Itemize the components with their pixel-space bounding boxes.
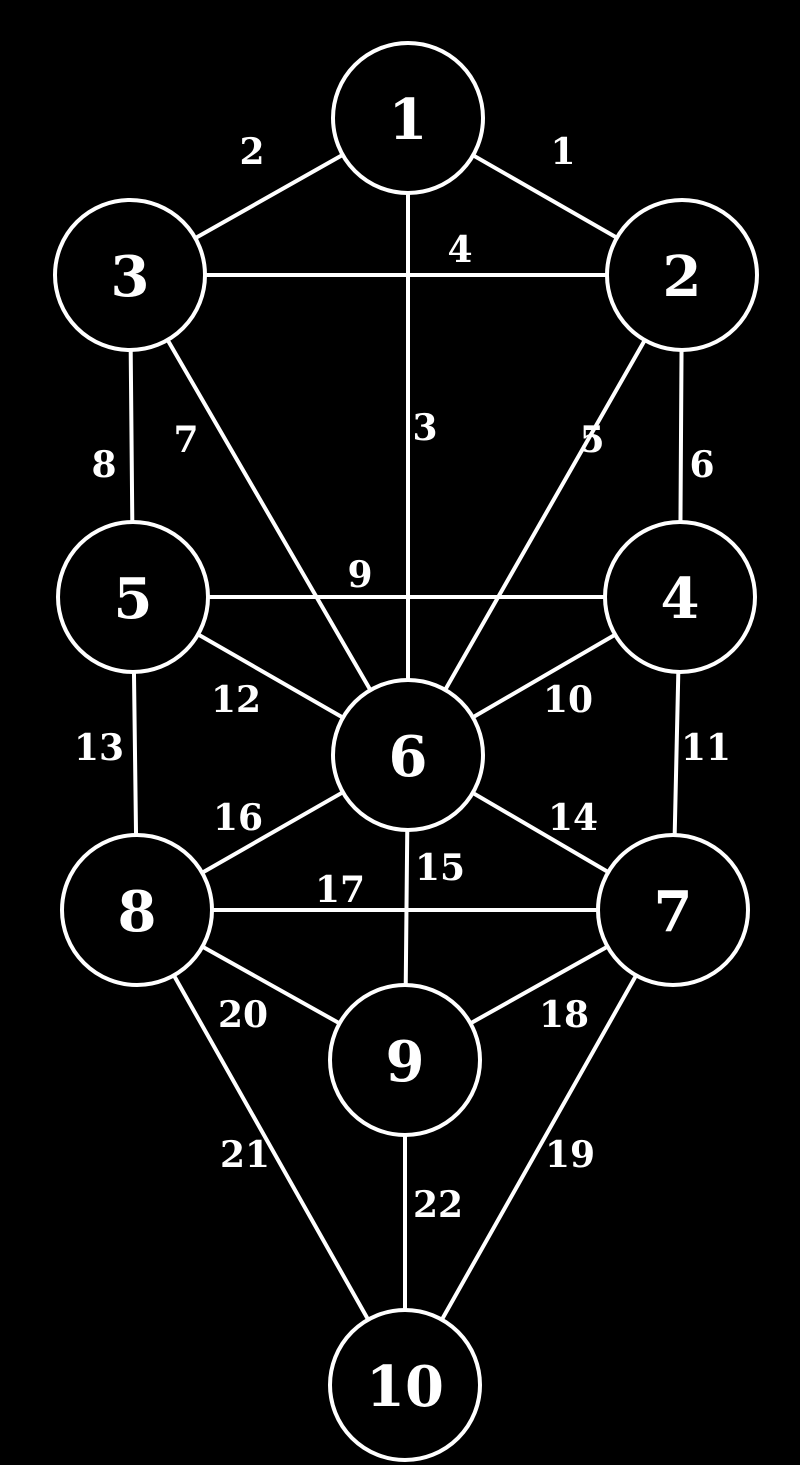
node-label-4: 4 [661, 566, 700, 632]
path-label-9: 9 [347, 554, 372, 596]
node-label-5: 5 [114, 566, 153, 632]
node-label-10: 10 [366, 1354, 444, 1420]
node-9: 9 [328, 983, 482, 1137]
path-label-18: 18 [539, 994, 589, 1036]
node-circle-9 [328, 983, 482, 1137]
path-label-12: 12 [211, 679, 261, 721]
path-label-20: 20 [218, 994, 268, 1036]
node-label-3: 3 [111, 244, 150, 310]
node-2: 2 [605, 198, 759, 352]
node-circle-4 [603, 520, 757, 674]
node-5: 5 [56, 520, 210, 674]
node-label-1: 1 [389, 87, 428, 153]
node-4: 4 [603, 520, 757, 674]
path-label-6: 6 [689, 444, 714, 486]
node-7: 7 [596, 833, 750, 987]
node-label-8: 8 [118, 879, 157, 945]
node-circle-3 [53, 198, 207, 352]
node-label-6: 6 [389, 724, 428, 790]
node-3: 3 [53, 198, 207, 352]
node-8: 8 [60, 833, 214, 987]
path-line-21 [135, 908, 407, 1387]
node-10: 10 [328, 1308, 482, 1462]
path-label-19: 19 [545, 1134, 595, 1176]
node-circle-7 [596, 833, 750, 987]
path-label-7: 7 [173, 419, 198, 461]
path-label-11: 11 [681, 727, 731, 769]
node-6: 6 [331, 678, 485, 832]
node-label-9: 9 [386, 1029, 425, 1095]
node-circle-8 [60, 833, 214, 987]
path-label-13: 13 [74, 727, 124, 769]
node-circle-2 [605, 198, 759, 352]
node-label-7: 7 [654, 879, 693, 945]
path-label-4: 4 [447, 229, 472, 271]
path-line-5 [406, 273, 684, 757]
path-label-1: 1 [550, 131, 575, 173]
path-line-7 [128, 273, 410, 757]
path-label-8: 8 [91, 444, 116, 486]
path-label-15: 15 [415, 847, 465, 889]
node-1: 1 [331, 41, 485, 195]
path-label-16: 16 [213, 797, 263, 839]
path-label-5: 5 [579, 419, 604, 461]
path-line-19 [403, 908, 675, 1387]
path-label-3: 3 [412, 407, 437, 449]
path-label-2: 2 [239, 131, 264, 173]
node-circle-5 [56, 520, 210, 674]
path-label-14: 14 [548, 797, 598, 839]
node-circle-1 [331, 41, 485, 195]
path-label-21: 21 [220, 1134, 270, 1176]
node-label-2: 2 [663, 244, 702, 310]
path-label-10: 10 [543, 679, 593, 721]
node-circle-10 [328, 1308, 482, 1462]
path-label-22: 22 [413, 1184, 463, 1226]
node-circle-6 [331, 678, 485, 832]
path-label-17: 17 [315, 869, 365, 911]
